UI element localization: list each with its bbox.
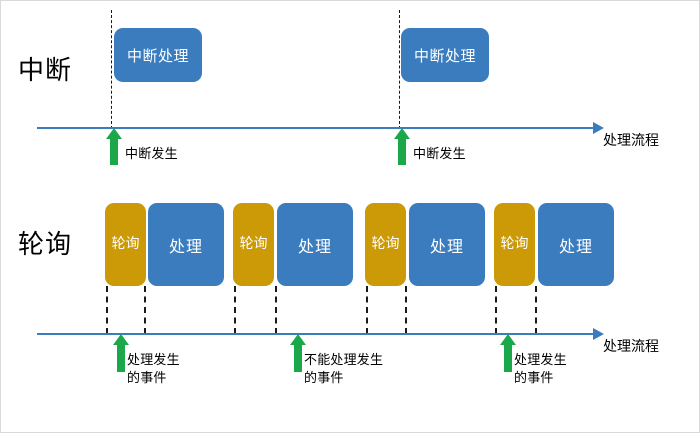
polling-event-label-3: 处理发生 的事件 — [514, 353, 567, 386]
interrupt-event-arrow-shaft-2 — [398, 138, 406, 165]
polling-process-box-3-text: 处理 — [429, 236, 464, 256]
polling-process-box-3[interactable]: 处理 — [409, 203, 485, 286]
polling-event-arrowhead-icon-1 — [113, 334, 129, 345]
polling-process-box-4-text: 处理 — [558, 236, 593, 256]
polling-marker-line-6 — [405, 286, 407, 334]
polling-poll-box-1-text: 轮询 — [111, 236, 140, 253]
polling-axis-label: 处理流程 — [603, 339, 659, 355]
polling-event-label-1: 处理发生 的事件 — [127, 353, 180, 386]
polling-process-box-4[interactable]: 处理 — [538, 203, 614, 286]
polling-poll-box-2-text: 轮询 — [239, 236, 268, 253]
polling-process-box-1[interactable]: 处理 — [148, 203, 224, 286]
interrupt-handler-box-1-text: 中断处理 — [126, 46, 189, 65]
polling-event-arrow-shaft-1 — [117, 344, 125, 372]
polling-process-box-1-text: 处理 — [168, 236, 203, 256]
polling-marker-line-1 — [106, 286, 108, 334]
interrupt-event-label-2: 中断发生 — [413, 147, 466, 162]
interrupt-handler-box-2-text: 中断处理 — [413, 46, 476, 65]
polling-poll-box-4-text: 轮询 — [500, 236, 529, 253]
polling-poll-box-3[interactable]: 轮询 — [365, 203, 406, 286]
polling-marker-line-2 — [144, 286, 146, 334]
interrupt-event-label-1: 中断发生 — [125, 147, 178, 162]
row-label-interrupt: 中断 — [18, 56, 73, 86]
interrupt-event-arrow-shaft-1 — [110, 138, 118, 165]
polling-event-arrowhead-icon-2 — [290, 334, 306, 345]
polling-event-arrow-shaft-2 — [294, 344, 302, 372]
polling-event-arrow-shaft-3 — [504, 344, 512, 372]
interrupt-event-arrowhead-icon-1 — [106, 128, 122, 139]
interrupt-handler-box-2[interactable]: 中断处理 — [401, 28, 489, 82]
interrupt-marker-line-1 — [111, 10, 112, 129]
interrupt-handler-box-1[interactable]: 中断处理 — [114, 28, 202, 82]
polling-timeline-arrowhead-icon — [593, 328, 604, 340]
polling-poll-box-1[interactable]: 轮询 — [105, 203, 146, 286]
polling-poll-box-3-text: 轮询 — [371, 236, 400, 253]
polling-marker-line-5 — [366, 286, 368, 334]
interrupt-timeline-axis — [37, 127, 595, 129]
interrupt-event-arrowhead-icon-2 — [394, 128, 410, 139]
polling-timeline-axis — [37, 333, 595, 335]
polling-process-box-2-text: 处理 — [297, 236, 332, 256]
interrupt-axis-label: 处理流程 — [603, 133, 659, 149]
polling-marker-line-8 — [535, 286, 537, 334]
interrupt-marker-line-2 — [399, 10, 400, 129]
polling-poll-box-2[interactable]: 轮询 — [233, 203, 274, 286]
polling-marker-line-3 — [234, 286, 236, 334]
row-label-polling: 轮询 — [18, 230, 73, 260]
polling-event-label-2: 不能处理发生 的事件 — [304, 353, 384, 386]
polling-marker-line-4 — [275, 286, 277, 334]
interrupt-timeline-arrowhead-icon — [593, 122, 604, 134]
polling-event-arrowhead-icon-3 — [500, 334, 516, 345]
polling-marker-line-7 — [495, 286, 497, 334]
polling-process-box-2[interactable]: 处理 — [277, 203, 353, 286]
polling-poll-box-4[interactable]: 轮询 — [494, 203, 535, 286]
